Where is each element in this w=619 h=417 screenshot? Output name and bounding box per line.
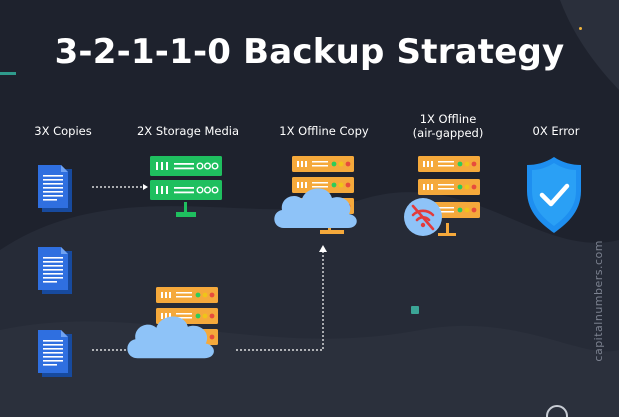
cloud-icon xyxy=(274,188,357,228)
wifi-off-icon xyxy=(404,198,442,236)
label-2x-storage-media: 2X Storage Media xyxy=(136,124,240,138)
server-rack-icon xyxy=(149,155,223,217)
label-air-gapped: (air-gapped) xyxy=(412,126,484,140)
decor-accent-dot xyxy=(579,27,582,30)
document-icon xyxy=(38,165,72,212)
decor-accent-line xyxy=(0,72,16,75)
server-rack-icon xyxy=(418,156,480,236)
page-title: 3-2-1-1-0 Backup Strategy xyxy=(54,32,565,72)
document-icon xyxy=(38,247,72,294)
decor-accent-square xyxy=(411,306,419,314)
shield-check-icon xyxy=(527,157,581,233)
document-icon xyxy=(38,330,72,377)
decor-ring xyxy=(546,405,568,417)
flow-arrow xyxy=(92,184,148,190)
label-3x-copies: 3X Copies xyxy=(34,124,92,138)
label-1x-offline-copy: 1X Offline Copy xyxy=(279,124,369,138)
flow-connector xyxy=(92,245,327,351)
label-0x-error: 0X Error xyxy=(532,124,580,138)
label-1x-offline: 1X Offline xyxy=(419,112,477,126)
